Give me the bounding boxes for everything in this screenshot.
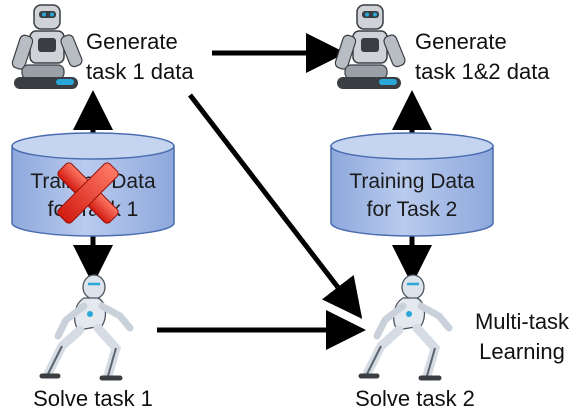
database-2: [330, 132, 494, 237]
database-2-label-line2: for Task 2: [366, 198, 458, 221]
database-1-label-line2: for Task 1: [47, 198, 139, 221]
multitask-label-line2: Learning: [479, 339, 565, 364]
solver-1-label: Solve task 1: [33, 386, 153, 411]
database-2-label-line1: Training Data: [349, 170, 475, 193]
edge-generator1-to-solver2: [188, 93, 363, 319]
solver-robot-2-icon: [358, 274, 453, 381]
generator-2-label-line2: task 1&2 data: [415, 59, 550, 84]
generator-1-label-line2: task 1 data: [86, 59, 194, 84]
solver-robot-1-icon: [39, 274, 134, 381]
generator-robot-1-icon: [11, 4, 83, 89]
multitask-label-line1: Multi-task: [474, 309, 570, 334]
solver-2-label: Solve task 2: [355, 386, 475, 411]
database-1-label-line1: Training Data: [30, 170, 156, 193]
generator-1-label-line1: Generate: [86, 29, 178, 54]
generator-robot-2-icon: [334, 4, 406, 89]
generator-2-label-line1: Generate: [415, 29, 507, 54]
